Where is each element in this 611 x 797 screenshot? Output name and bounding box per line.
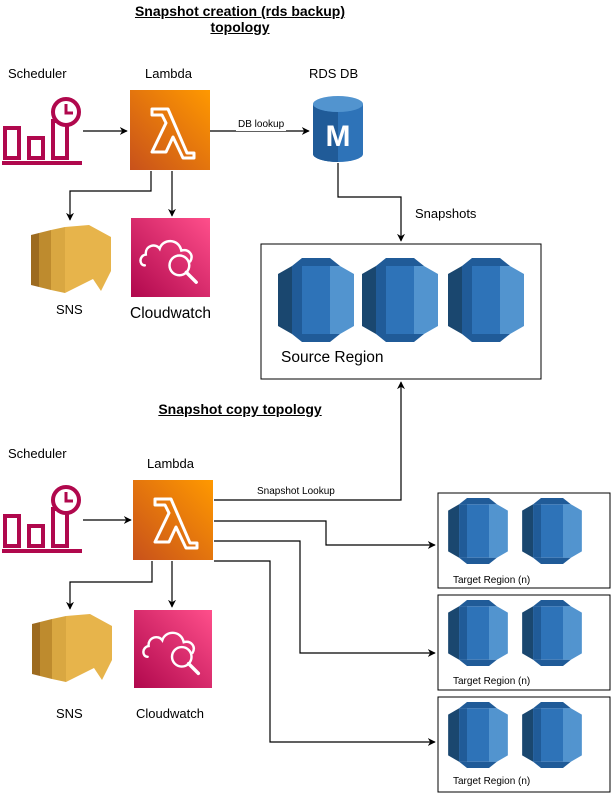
edge-lambda-to-sns [66, 171, 152, 221]
cloudwatch-label: Cloudwatch [130, 305, 211, 322]
target-region-label-3: Target Region (n) [453, 776, 531, 787]
copy-sns-label: SNS [56, 706, 83, 721]
db-lookup-label: DB lookup [236, 119, 287, 131]
scheduler-label: Scheduler [8, 66, 67, 81]
db-snapshot-icon [522, 600, 582, 666]
copy-cloudwatch-label: Cloudwatch [136, 706, 204, 721]
copy-scheduler-label: Scheduler [8, 446, 67, 461]
edge-to-target-region-2 [214, 540, 436, 657]
cloudwatch-icon [131, 218, 210, 297]
edge-to-target-region-1 [214, 520, 436, 549]
db-snapshot-icon [522, 498, 582, 564]
creation-title-line-2: topology [210, 19, 270, 36]
sns-icon [31, 225, 111, 293]
db-snapshot-icon [278, 258, 354, 342]
sns-icon [32, 614, 112, 682]
scheduler-icon [2, 485, 82, 553]
edge-to-target-region-3 [214, 560, 436, 746]
db-snapshot-icon [362, 258, 438, 342]
db-snapshot-icon [448, 498, 508, 564]
edge-snapshot-lookup [214, 381, 405, 501]
rds-db-label: RDS DB [309, 66, 359, 81]
target-region-label-2: Target Region (n) [453, 676, 531, 687]
edge-snapshots [337, 163, 405, 242]
target-region-label-1: Target Region (n) [453, 575, 531, 586]
db-snapshot-icon [522, 702, 582, 768]
snapshots-label: Snapshots [415, 206, 477, 221]
rds-db-icon [313, 96, 363, 162]
db-snapshot-icon [448, 702, 508, 768]
edge-copy-lambda-to-sns [66, 561, 153, 610]
source-region-label: Source Region [281, 349, 384, 366]
db-snapshot-icon [448, 258, 524, 342]
db-snapshot-icon [448, 600, 508, 666]
lambda-icon [133, 480, 213, 560]
scheduler-icon [2, 97, 82, 165]
copy-lambda-label: Lambda [147, 456, 194, 471]
lambda-icon [130, 90, 210, 170]
creation-topology-title: Snapshot creation (rds backup) topology [100, 3, 380, 35]
lambda-label: Lambda [145, 66, 192, 81]
sns-label: SNS [56, 302, 83, 317]
creation-title-line-1: Snapshot creation (rds backup) [134, 3, 346, 19]
copy-topology-title: Snapshot copy topology [158, 401, 322, 417]
snapshot-lookup-label: Snapshot Lookup [255, 486, 337, 498]
cloudwatch-icon [134, 610, 212, 688]
